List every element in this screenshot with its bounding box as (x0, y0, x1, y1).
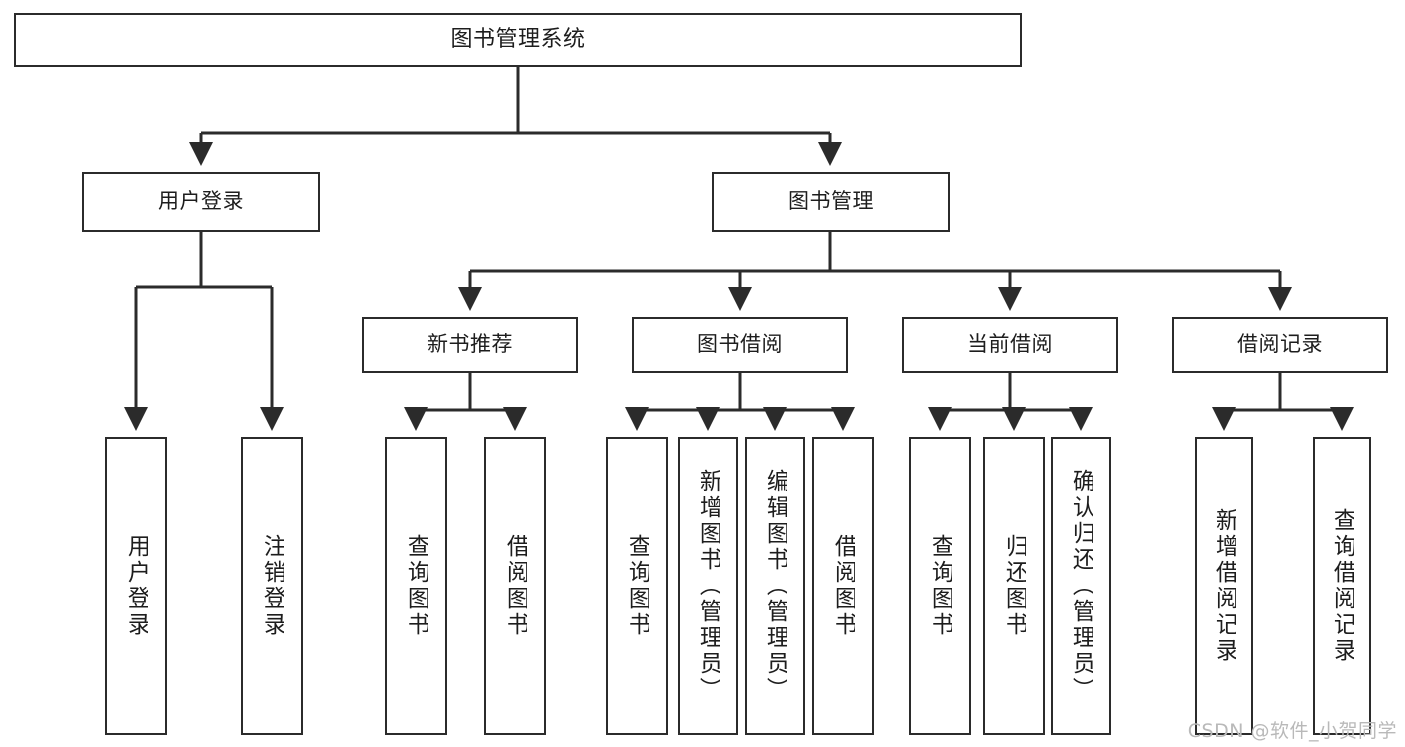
leaf-node[interactable]: 确认归还（管理员） (1051, 437, 1111, 735)
node-current-borrow-label: 当前借阅 (967, 332, 1053, 357)
node-book-management-label: 图书管理 (788, 189, 874, 214)
node-book-borrow-label: 图书借阅 (697, 332, 783, 357)
node-book-management[interactable]: 图书管理 (712, 172, 950, 232)
leaf-node[interactable]: 注销登录 (241, 437, 303, 735)
leaf-node-label: 查询借阅记录 (1329, 508, 1355, 664)
leaf-node[interactable]: 编辑图书（管理员） (745, 437, 805, 735)
leaf-node[interactable]: 新增借阅记录 (1195, 437, 1253, 735)
leaf-node-label: 新增借阅记录 (1211, 508, 1237, 664)
leaf-node-label: 查询图书 (624, 534, 650, 638)
leaf-node[interactable]: 查询图书 (606, 437, 668, 735)
leaf-node[interactable]: 归还图书 (983, 437, 1045, 735)
node-user-login-label: 用户登录 (158, 189, 244, 214)
node-root[interactable]: 图书管理系统 (14, 13, 1022, 67)
leaf-node[interactable]: 查询借阅记录 (1313, 437, 1371, 735)
leaf-node[interactable]: 查询图书 (909, 437, 971, 735)
leaf-node-label: 注销登录 (259, 534, 285, 638)
leaf-node[interactable]: 借阅图书 (812, 437, 874, 735)
leaf-node[interactable]: 用户登录 (105, 437, 167, 735)
watermark: CSDN @软件_小贺同学 (1187, 720, 1397, 742)
node-user-login[interactable]: 用户登录 (82, 172, 320, 232)
leaf-node-label: 借阅图书 (830, 534, 856, 638)
leaf-node-label: 编辑图书（管理员） (762, 469, 788, 703)
node-borrow-record-label: 借阅记录 (1237, 332, 1323, 357)
node-root-label: 图书管理系统 (450, 26, 586, 52)
node-new-book-recommend-label: 新书推荐 (427, 332, 513, 357)
leaf-node-label: 借阅图书 (502, 534, 528, 638)
leaf-node-label: 确认归还（管理员） (1068, 469, 1094, 703)
leaf-node-label: 查询图书 (403, 534, 429, 638)
leaf-node-label: 查询图书 (927, 534, 953, 638)
leaf-node[interactable]: 借阅图书 (484, 437, 546, 735)
node-borrow-record[interactable]: 借阅记录 (1172, 317, 1388, 373)
leaf-node-label: 归还图书 (1001, 534, 1027, 638)
node-book-borrow[interactable]: 图书借阅 (632, 317, 848, 373)
node-current-borrow[interactable]: 当前借阅 (902, 317, 1118, 373)
leaf-node-label: 新增图书（管理员） (695, 469, 721, 703)
leaf-node-label: 用户登录 (123, 534, 149, 638)
node-new-book-recommend[interactable]: 新书推荐 (362, 317, 578, 373)
leaf-node[interactable]: 新增图书（管理员） (678, 437, 738, 735)
leaf-node[interactable]: 查询图书 (385, 437, 447, 735)
